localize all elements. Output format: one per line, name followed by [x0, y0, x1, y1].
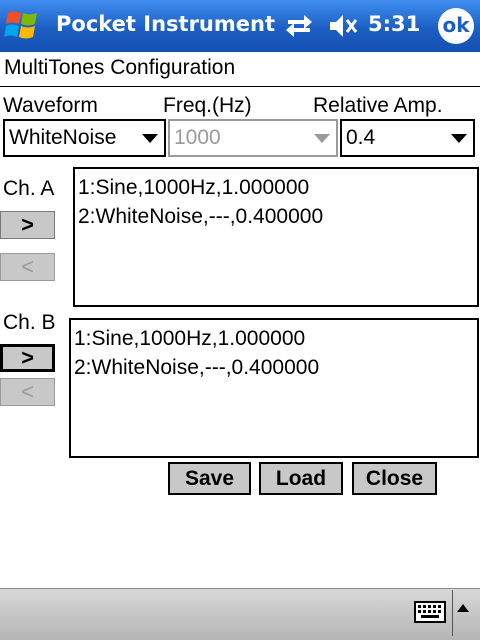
channel-a-label: Ch. A	[3, 177, 55, 200]
channel-a-add-button[interactable]: >	[0, 211, 55, 239]
load-button[interactable]: Load	[259, 462, 343, 495]
amp-dropdown[interactable]: 0.4	[340, 119, 475, 157]
sip-arrow-icon[interactable]	[457, 604, 469, 612]
connectivity-icon[interactable]	[284, 12, 314, 40]
clock[interactable]: 5:31	[368, 12, 421, 36]
waveform-dropdown[interactable]: WhiteNoise	[3, 119, 166, 157]
close-button[interactable]: Close	[352, 462, 437, 495]
channel-b-remove-button[interactable]: <	[0, 378, 55, 406]
freq-label: Freq.(Hz)	[163, 94, 252, 117]
freq-dropdown[interactable]: 1000	[168, 119, 338, 157]
waveform-value: WhiteNoise	[9, 126, 117, 149]
chevron-down-icon	[142, 134, 158, 143]
chevron-down-icon	[451, 134, 467, 143]
keyboard-icon[interactable]	[414, 601, 446, 623]
amp-label: Relative Amp.	[313, 94, 443, 117]
bottom-bar	[0, 588, 480, 640]
app-title: Pocket Instrument	[56, 12, 275, 36]
title-bar: Pocket Instrument 5:31 ok	[0, 0, 480, 52]
channel-b-list[interactable]: 1:Sine,1000Hz,1.000000 2:WhiteNoise,---,…	[69, 318, 479, 458]
volume-muted-icon[interactable]	[327, 12, 359, 40]
amp-value: 0.4	[346, 126, 376, 149]
waveform-label: Waveform	[3, 94, 98, 117]
save-button[interactable]: Save	[168, 462, 251, 495]
channel-b-add-button[interactable]: >	[0, 344, 55, 372]
windows-start-icon[interactable]	[2, 5, 44, 47]
heading-divider	[0, 86, 480, 87]
channel-a-remove-button[interactable]: <	[0, 253, 55, 281]
ok-button[interactable]: ok	[438, 8, 474, 44]
list-item[interactable]: 1:Sine,1000Hz,1.000000	[78, 176, 310, 199]
sip-divider	[452, 590, 453, 636]
list-item[interactable]: 2:WhiteNoise,---,0.400000	[78, 205, 324, 228]
channel-a-list[interactable]: 1:Sine,1000Hz,1.000000 2:WhiteNoise,---,…	[73, 167, 479, 307]
chevron-down-icon	[314, 134, 330, 143]
freq-value: 1000	[174, 126, 221, 149]
list-item[interactable]: 2:WhiteNoise,---,0.400000	[74, 356, 320, 379]
channel-b-label: Ch. B	[3, 311, 56, 334]
list-item[interactable]: 1:Sine,1000Hz,1.000000	[74, 327, 306, 350]
page-title: MultiTones Configuration	[4, 56, 236, 79]
